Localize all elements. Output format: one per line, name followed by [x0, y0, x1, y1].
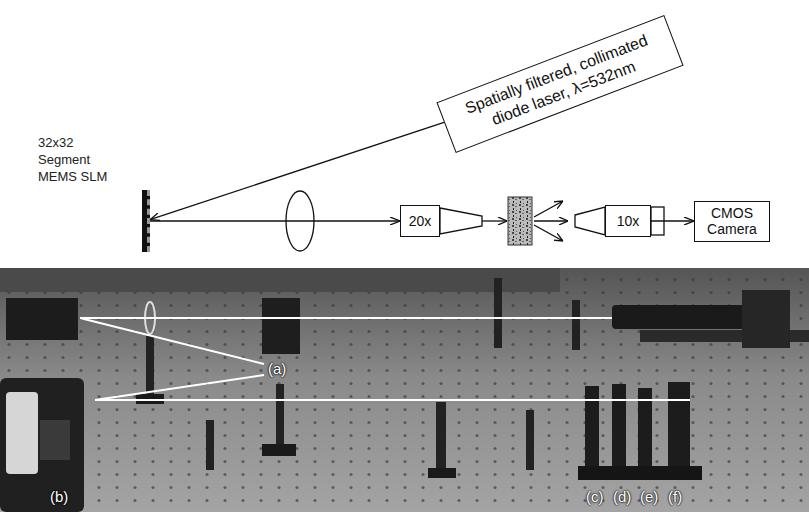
table-holes — [0, 268, 809, 512]
mount-d — [612, 384, 626, 468]
laser-mount — [742, 290, 790, 348]
scattering-sample — [508, 197, 532, 245]
mount-c — [585, 386, 599, 468]
laser-tube — [612, 305, 762, 329]
photo-ground — [0, 268, 809, 512]
post-base — [262, 444, 296, 456]
rail — [578, 466, 702, 480]
post — [526, 410, 534, 470]
node-label: 32x32 Segment MEMS SLM — [38, 134, 122, 185]
objective-10x: 10x — [605, 205, 651, 237]
beam-line — [95, 399, 690, 401]
scatter-arrow — [534, 201, 563, 217]
post — [572, 300, 580, 350]
callout-letter: (c) — [586, 488, 604, 505]
post — [206, 420, 214, 470]
post-base — [428, 468, 456, 478]
photo-wall — [0, 268, 560, 292]
mount-f — [668, 382, 690, 468]
beam-arrow — [651, 220, 694, 221]
mems-slm: 32x32 Segment MEMS SLM — [142, 190, 150, 252]
scatter-arrow — [534, 225, 563, 241]
cmos-camera: CMOS Camera — [694, 201, 770, 242]
mirror-mount — [262, 298, 300, 354]
slm-head — [6, 298, 78, 340]
scattering-texture — [508, 197, 532, 245]
node-label: 10x — [617, 213, 640, 229]
node-label: Spatially filtered, collimated diode las… — [447, 25, 672, 143]
callout-letter: (f) — [668, 488, 682, 505]
objective-taper — [440, 208, 482, 234]
objective-20x: 20x — [400, 205, 440, 237]
scatter-arrow — [534, 220, 568, 221]
post — [276, 384, 284, 446]
post — [146, 336, 154, 396]
leader-line — [80, 318, 264, 364]
node-label: 20x — [409, 213, 432, 229]
callout-letter: (e) — [640, 488, 658, 505]
node-label: CMOS Camera — [699, 205, 765, 237]
beam-arrow — [150, 220, 400, 221]
callout-letter: (d) — [613, 488, 631, 505]
callout-letter: (a) — [268, 360, 286, 377]
laser-source-box: Spatially filtered, collimated diode las… — [436, 15, 683, 153]
beam-arrow — [482, 220, 507, 221]
slm-part — [40, 420, 70, 460]
beam-line — [80, 317, 612, 319]
slm-driver — [0, 378, 84, 512]
post — [436, 402, 446, 472]
leader-line — [95, 375, 264, 400]
ribbon-cable — [6, 392, 38, 474]
objective-taper — [575, 207, 605, 235]
callout-letter: (b) — [50, 488, 68, 505]
post — [494, 278, 502, 348]
